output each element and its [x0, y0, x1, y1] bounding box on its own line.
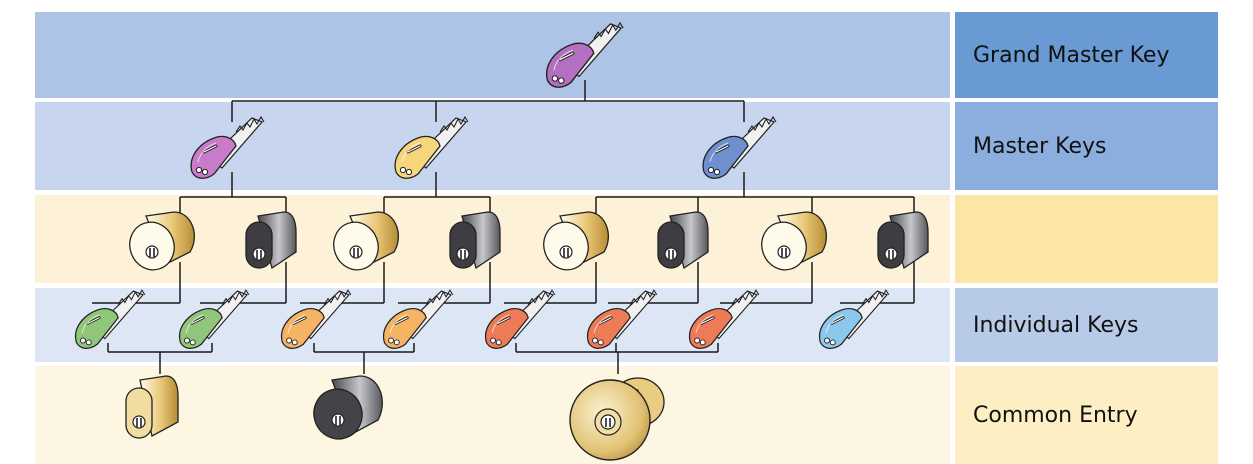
- individual-key-icon: [382, 289, 454, 349]
- master-key-icon: [702, 115, 777, 179]
- band-grand-master: [35, 12, 950, 98]
- dark-oval-cylinder-lock-icon: [245, 211, 297, 270]
- row-label-text: Individual Keys: [973, 312, 1139, 338]
- grand-master-key-icon: [546, 21, 624, 88]
- brass-oval-cylinder-lock-icon: [125, 375, 179, 439]
- brass-cylinder-lock-icon: [333, 211, 399, 271]
- row-label-grand-master-key: Grand Master Key: [955, 12, 1218, 98]
- individual-key-icon: [178, 289, 250, 349]
- row-label-common-entry: Common Entry: [955, 366, 1218, 464]
- row-label-text: Master Keys: [973, 133, 1107, 159]
- band-common-entry: [35, 366, 950, 464]
- dark-oval-cylinder-lock-icon: [877, 211, 929, 270]
- dark-oval-cylinder-lock-icon: [449, 211, 501, 270]
- individual-key-icon: [484, 289, 556, 349]
- brass-cylinder-lock-icon: [543, 211, 609, 271]
- individual-key-icon: [74, 289, 146, 349]
- row-label-text: Common Entry: [973, 402, 1138, 428]
- row-label-locks: [955, 195, 1218, 283]
- master-key-icon: [394, 115, 469, 179]
- row-label-individual-keys: Individual Keys: [955, 288, 1218, 362]
- brass-cylinder-lock-icon: [761, 211, 827, 271]
- dark-oval-cylinder-lock-icon: [657, 211, 709, 270]
- row-label-text: Grand Master Key: [973, 42, 1170, 68]
- individual-key-icon: [688, 289, 760, 349]
- individual-key-icon: [586, 289, 658, 349]
- dark-cylinder-lock-icon: [313, 375, 383, 440]
- brass-cylinder-lock-icon: [129, 211, 195, 271]
- individual-key-icon: [280, 289, 352, 349]
- band-master-keys: [35, 102, 950, 190]
- row-label-master-keys: Master Keys: [955, 102, 1218, 190]
- master-key-icon: [190, 115, 265, 179]
- brass-knob-lock-icon: [569, 377, 665, 461]
- individual-key-icon: [818, 289, 890, 349]
